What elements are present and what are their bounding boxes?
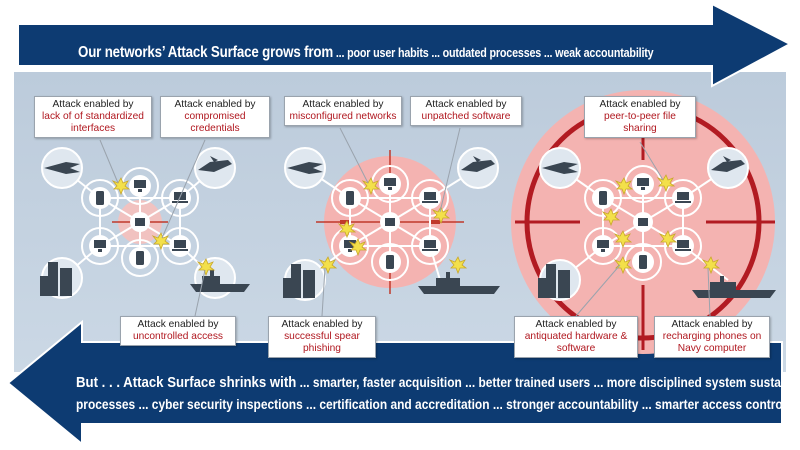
explosion-icon <box>111 177 216 277</box>
monitor-icon <box>597 240 609 248</box>
monitor-icon <box>344 240 356 248</box>
top-banner-rest: ... poor user habits ... outdated proces… <box>333 46 654 60</box>
airplane-icon <box>461 156 495 172</box>
explosion-icon <box>318 177 468 275</box>
callout-standardized-interfaces: Attack enabled by lack of of standardize… <box>34 96 152 138</box>
top-banner-lead: Our networks’ Attack Surface grows from <box>78 44 334 61</box>
top-banner-text: Our networks’ Attack Surface grows from … <box>78 44 654 62</box>
device-nodes <box>592 173 694 273</box>
callout-compromised-credentials: Attack enabled by compromised credential… <box>160 96 270 138</box>
warship-icon <box>418 272 500 294</box>
building-icon <box>283 264 315 298</box>
device-nodes <box>339 173 441 273</box>
bottom-banner-line1: ... smarter, faster acquisition ... bett… <box>296 375 800 390</box>
network-cluster-1 <box>40 147 250 299</box>
callout-spear-phishing: Attack enabled by successful spear phish… <box>268 316 376 358</box>
monitor-icon <box>384 178 396 186</box>
laptop-icon <box>424 192 436 200</box>
phone-icon <box>136 251 144 265</box>
callout-antiquated-hardware: Attack enabled by antiquated hardware & … <box>514 316 638 358</box>
callout-peer-to-peer: Attack enabled by peer-to-peer file shar… <box>584 96 696 138</box>
fighter-jet-icon <box>44 162 80 174</box>
warship-icon <box>190 270 250 292</box>
phone-icon <box>639 255 647 269</box>
bottom-banner-text: But . . . Attack Surface shrinks with ..… <box>76 372 800 416</box>
building-icon <box>538 264 570 298</box>
phone-icon <box>346 191 354 205</box>
phone-icon <box>96 191 104 205</box>
laptop-icon <box>677 192 689 200</box>
laptop-icon <box>424 240 436 248</box>
monitor-icon <box>135 218 145 226</box>
airplane-icon <box>711 156 745 172</box>
device-nodes <box>89 175 191 269</box>
monitor-icon <box>134 180 146 188</box>
callout-recharging-phones: Attack enabled by recharging phones on N… <box>654 316 770 358</box>
airplane-icon <box>198 156 232 172</box>
callout-leaders <box>99 127 711 317</box>
bottom-banner-line2: processes ... cyber security inspections… <box>76 397 787 412</box>
callout-uncontrolled-access: Attack enabled by uncontrolled access <box>120 316 236 346</box>
explosion-icon <box>601 174 721 275</box>
laptop-icon <box>174 240 186 248</box>
top-arrow-banner <box>17 2 793 88</box>
fighter-jet-icon <box>287 162 323 174</box>
callout-unpatched-software: Attack enabled by unpatched software <box>410 96 522 126</box>
fighter-jet-icon <box>542 162 578 174</box>
laptop-icon <box>677 240 689 248</box>
bottom-banner-lead: But . . . Attack Surface shrinks with <box>76 374 297 391</box>
phone-icon <box>599 191 607 205</box>
monitor-icon <box>385 218 395 226</box>
network-cluster-2 <box>283 147 500 301</box>
monitor-icon <box>94 240 106 248</box>
monitor-icon <box>637 178 649 186</box>
building-icon <box>40 262 72 296</box>
monitor-icon <box>638 218 648 226</box>
callout-misconfigured-networks: Attack enabled by misconfigured networks <box>284 96 402 126</box>
phone-icon <box>386 255 394 269</box>
warship-icon <box>692 276 776 298</box>
